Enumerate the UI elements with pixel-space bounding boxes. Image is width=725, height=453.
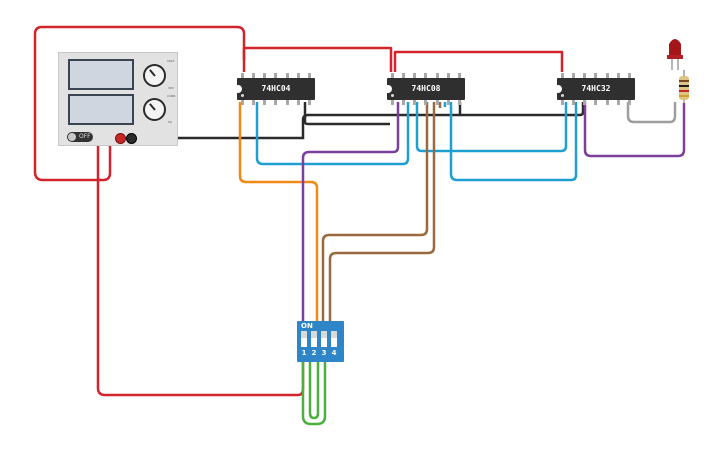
resistor-icon[interactable] [679,70,689,103]
red-wire-ic1-ic2[interactable] [242,46,393,72]
voltage-top-label: VOLT [167,59,175,63]
blue-wires[interactable] [255,102,578,182]
dip-on-label: ON [301,322,313,330]
current-range-label: 5A [168,120,172,124]
dip-toggle-2[interactable] [311,331,317,347]
dip-toggle-1[interactable] [301,331,307,347]
green-wire-1[interactable] [308,362,320,420]
orange-wire[interactable] [238,102,319,321]
purple-wires[interactable] [301,102,686,321]
black-ground-wire[interactable] [129,102,585,140]
dip-switch[interactable]: ON 1 2 3 4 [297,321,344,362]
purple-wire-led[interactable] [583,102,686,158]
power-switch[interactable]: OFF [67,132,93,142]
switch-label: OFF [79,133,91,140]
ic-74hc04[interactable]: 74HC04 [236,73,315,105]
voltage-display [68,59,134,90]
green-wire-2[interactable] [301,362,327,426]
dip-number-4: 4 [331,349,337,357]
blue-wire-1[interactable] [255,102,410,166]
dip-number-3: 3 [321,349,327,357]
ic-74hc32[interactable]: 74HC32 [556,73,635,105]
brown-wire-1[interactable] [321,102,429,321]
current-top-label: CURR [167,94,176,98]
chip-label: 74HC04 [261,84,291,93]
current-knob-icon[interactable] [143,98,166,121]
dip-number-1: 1 [301,349,307,357]
power-supply[interactable]: VOLT 30V CURR 5A OFF [58,52,178,146]
chip-pin1-marker [561,94,564,97]
brown-wires[interactable] [321,102,442,321]
switch-thumb [68,133,76,141]
chip-notch [556,85,562,93]
positive-terminal[interactable] [115,133,126,144]
dip-toggle-3[interactable] [321,331,327,347]
chip-notch [236,85,242,93]
chip-pin1-marker [241,94,244,97]
chip-notch [386,85,392,93]
current-display [68,94,134,125]
blue-wire-3[interactable] [449,102,578,182]
chip-pin1-marker [391,94,394,97]
voltage-knob-icon[interactable] [143,64,166,87]
gray-wire[interactable] [626,102,677,124]
red-wire-dip[interactable] [96,134,305,397]
blue-wire-2[interactable] [415,102,568,153]
red-wire-ic2-ic3[interactable] [393,50,564,72]
chip-label: 74HC32 [581,84,611,93]
chip-label: 74HC08 [411,84,441,93]
brown-wire-2[interactable] [328,102,436,321]
black-wire-ic2[interactable] [303,102,390,126]
dip-toggle-4[interactable] [331,331,337,347]
led-icon[interactable] [667,39,683,70]
negative-terminal[interactable] [126,133,137,144]
voltage-range-label: 30V [168,86,174,90]
green-wires[interactable] [301,362,327,426]
dip-number-2: 2 [311,349,317,357]
purple-wire-dip[interactable] [301,102,400,321]
ic-74hc08[interactable]: 74HC08 [386,73,465,105]
